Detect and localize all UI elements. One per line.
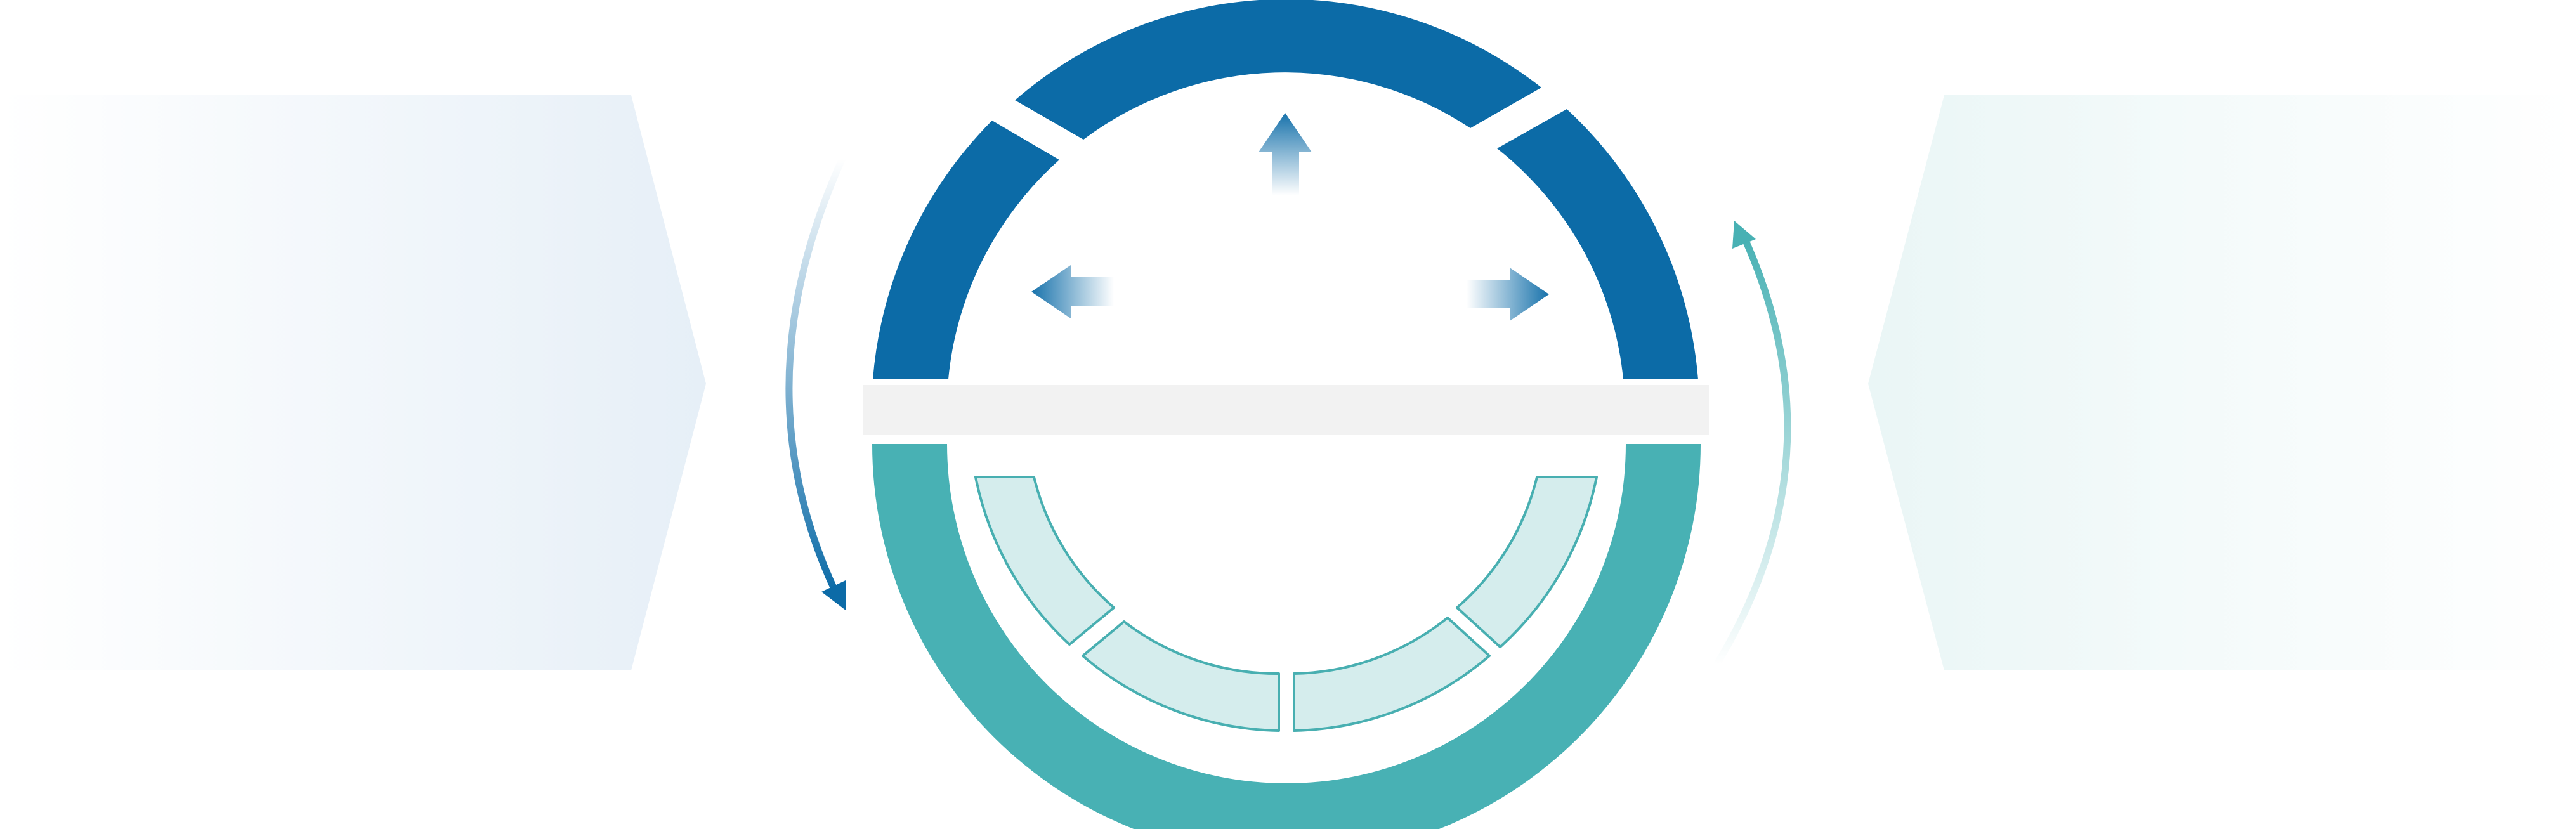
- top-ring-segment-left: [873, 121, 1059, 379]
- right-panel: [1868, 95, 2576, 670]
- arrow-up-icon: [1259, 113, 1312, 195]
- curved-arrow-up-icon: [1713, 234, 1791, 669]
- inner-segment-4: [1456, 476, 1598, 648]
- bottom-ring: [872, 444, 1701, 829]
- inner-segment-1: [974, 476, 1115, 646]
- top-ring-segment-top: [1015, 0, 1541, 140]
- curved-arrow-down-icon: [785, 155, 846, 597]
- center-band: [863, 385, 1709, 435]
- inner-segment-2: [1082, 620, 1280, 732]
- inner-segment-3: [1293, 617, 1491, 732]
- curved-arrow-down-head: [821, 580, 846, 610]
- top-ring-segments: [873, 0, 1698, 379]
- arrow-right-icon: [1467, 268, 1549, 321]
- arrow-left-icon: [1031, 265, 1114, 318]
- left-panel: [0, 95, 706, 670]
- bottom-inner-segments: [974, 476, 1598, 732]
- curved-arrow-up-head: [1732, 221, 1756, 249]
- top-ring-segment-right: [1497, 109, 1698, 379]
